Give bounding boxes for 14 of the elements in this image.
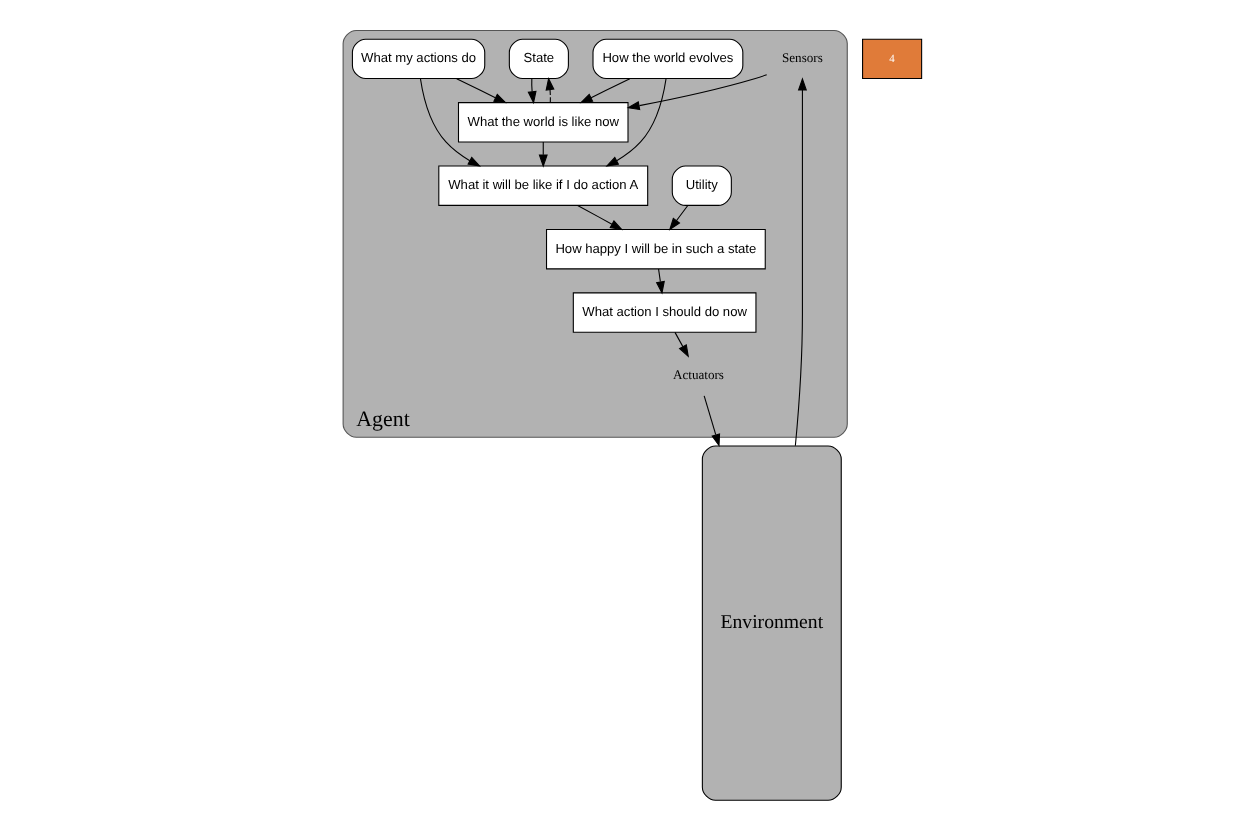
node-box: Environment (701, 445, 842, 801)
arrow (577, 205, 624, 231)
arrow (626, 74, 768, 111)
arrow (794, 77, 807, 447)
arrow (579, 78, 631, 104)
arrow (545, 77, 555, 104)
arrow (456, 78, 507, 104)
arrow (668, 205, 689, 231)
arrow (655, 268, 665, 295)
arrow (419, 78, 482, 167)
arrow (605, 78, 667, 167)
arrow (527, 78, 537, 105)
arrow (674, 331, 690, 358)
arrow (703, 395, 721, 448)
